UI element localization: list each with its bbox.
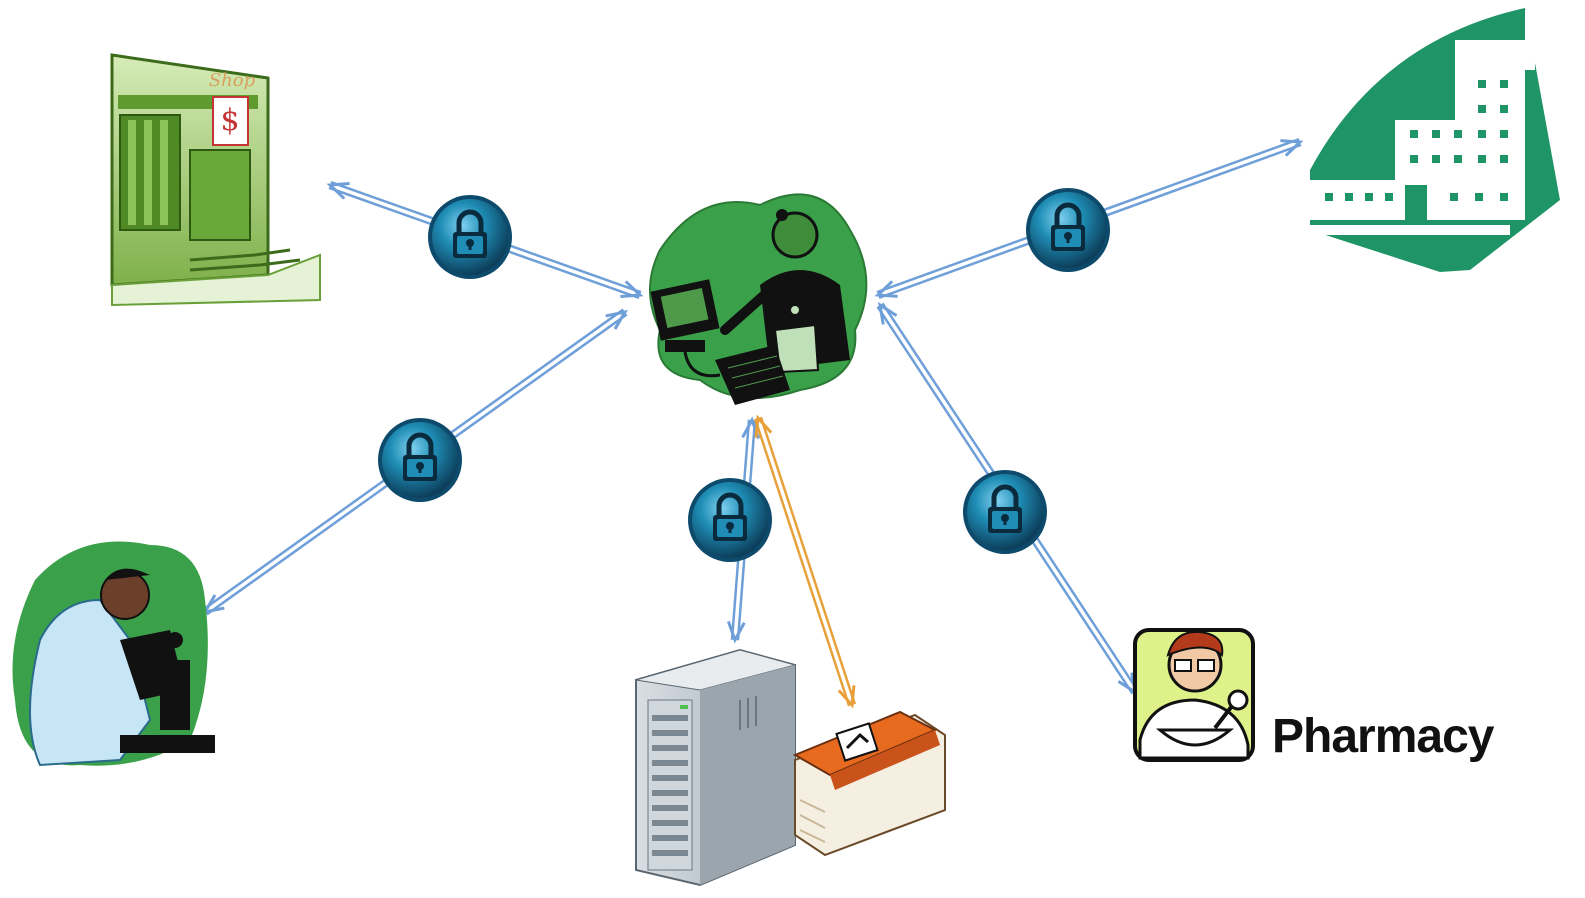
lock-badges <box>378 188 1110 562</box>
lock-icon <box>428 195 512 279</box>
scientist-microscope-icon <box>12 541 215 767</box>
medical-record-book-icon <box>792 710 946 857</box>
svg-text:$: $ <box>220 103 239 138</box>
pharmacist-icon <box>1133 628 1255 762</box>
hospital-building-icon <box>1310 8 1560 272</box>
lock-icon <box>963 470 1047 554</box>
clinic-sign-text: Shop <box>209 70 256 91</box>
lock-icon <box>1026 188 1110 272</box>
lock-icon <box>688 478 772 562</box>
medical-clinic-building-icon: $ Shop <box>110 53 321 307</box>
pharmacy-label: Pharmacy <box>1272 710 1495 763</box>
doctor-at-computer-icon <box>649 193 868 405</box>
connector-records <box>753 414 857 709</box>
server-tower-icon <box>635 648 797 887</box>
lock-icon <box>378 418 462 502</box>
